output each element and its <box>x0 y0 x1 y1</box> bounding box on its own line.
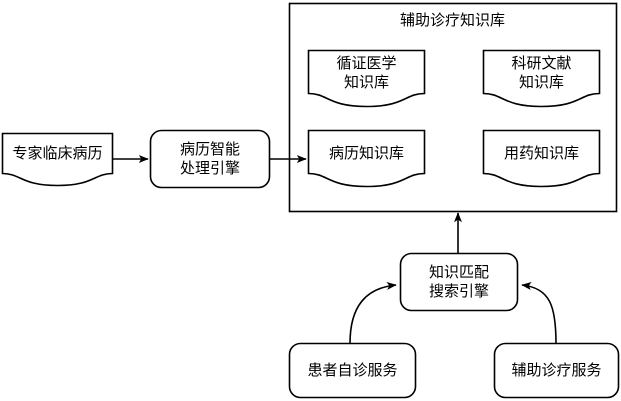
node-medication-kb[interactable] <box>483 130 600 187</box>
group-box-title: 辅助诊疗知识库 <box>399 12 505 29</box>
node-expert-records[interactable] <box>2 133 113 186</box>
ebm-kb-shape <box>307 49 426 108</box>
node-self-diagnosis-service[interactable] <box>289 343 416 398</box>
research-kb-shape <box>482 49 601 108</box>
node-match-engine[interactable] <box>400 253 518 311</box>
self-diagnosis-service-shape <box>288 342 417 399</box>
node-processing-engine[interactable] <box>150 130 270 188</box>
node-assist-service[interactable] <box>494 343 619 398</box>
edge-assist-to-match <box>521 282 557 344</box>
node-ebm-kb[interactable] <box>308 50 425 107</box>
node-record-kb[interactable] <box>308 130 425 187</box>
record-kb-shape <box>307 129 426 188</box>
medication-kb-shape <box>482 129 601 188</box>
expert-records-shape <box>1 132 114 187</box>
match-engine-shape <box>399 252 519 312</box>
node-research-kb[interactable] <box>483 50 600 107</box>
edge-self-diagnosis-to-match <box>349 281 397 344</box>
